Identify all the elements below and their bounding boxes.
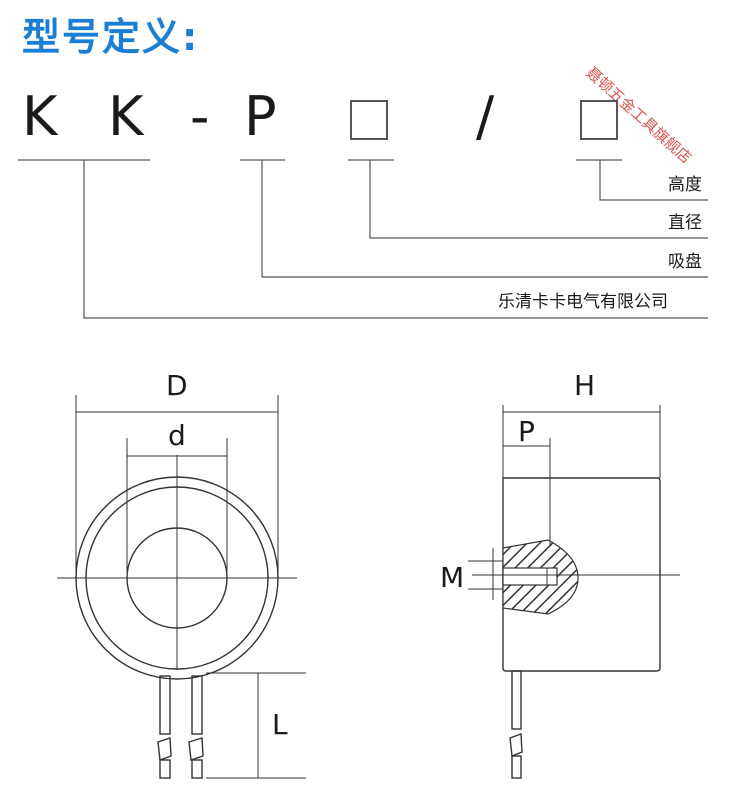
- dimension-thread: M: [440, 561, 465, 594]
- code-leader-lines: [18, 159, 708, 319]
- dimension-height: H: [574, 369, 596, 402]
- code-dash: -: [190, 85, 210, 148]
- dimension-outer-diameter: D: [166, 369, 188, 402]
- diameter-code-box: [350, 100, 388, 140]
- side-view-drawing: [468, 405, 680, 779]
- code-letter-p: P: [244, 85, 277, 148]
- label-height: 高度: [668, 175, 702, 195]
- code-letter-k2: K: [108, 85, 144, 148]
- height-code-box: [580, 100, 618, 140]
- dimension-pitch: P: [518, 415, 535, 448]
- dimension-lead-length: L: [272, 708, 288, 741]
- code-letter-k1: K: [22, 85, 58, 148]
- label-suction-cup: 吸盘: [668, 252, 702, 272]
- page-title: 型号定义:: [22, 15, 200, 59]
- label-diameter: 直径: [668, 213, 702, 233]
- dimension-inner-diameter: d: [168, 419, 186, 452]
- label-company: 乐清卡卡电气有限公司: [498, 292, 668, 312]
- front-view-drawing: [57, 395, 306, 779]
- code-slash: /: [476, 85, 495, 148]
